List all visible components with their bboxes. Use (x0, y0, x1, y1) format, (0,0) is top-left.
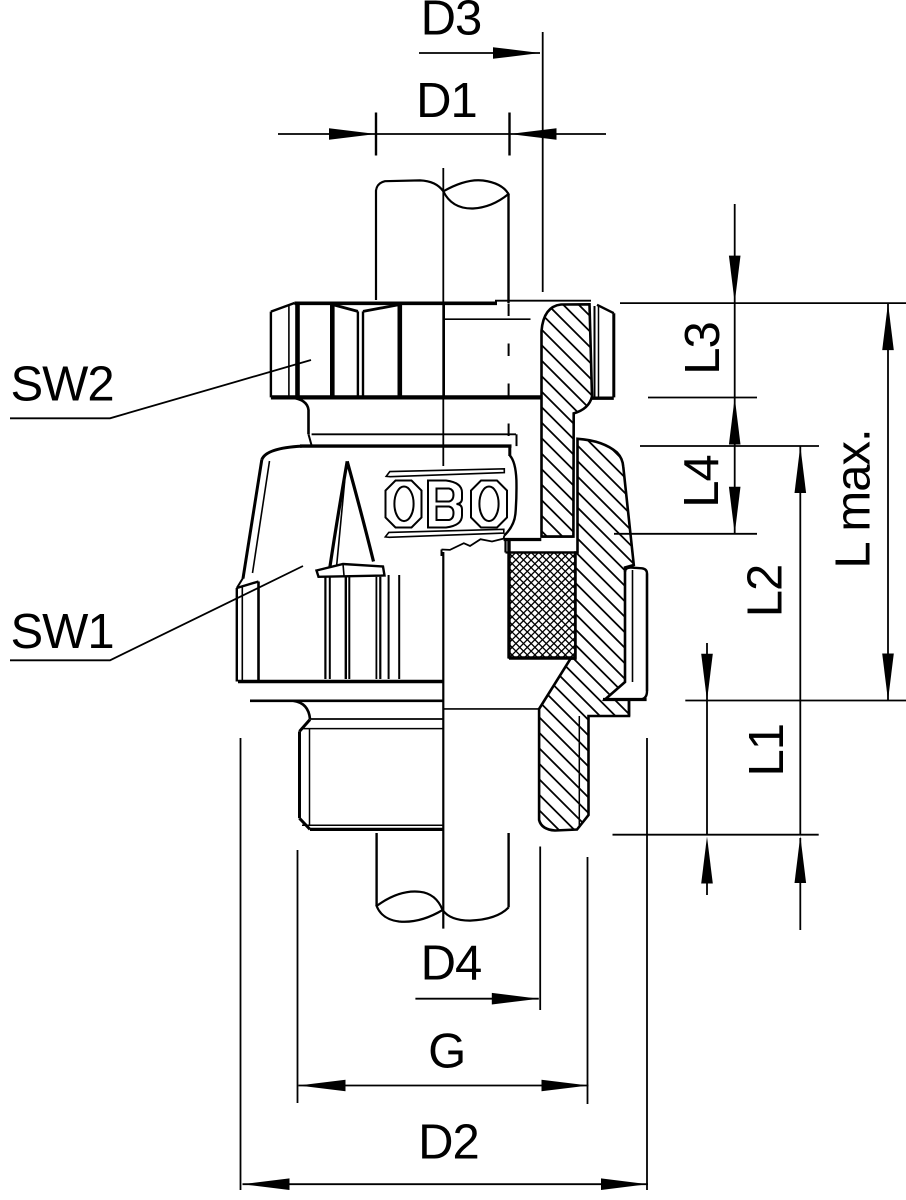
svg-text:D2: D2 (418, 1116, 479, 1170)
svg-text:L1: L1 (740, 724, 794, 777)
svg-text:G: G (428, 1025, 465, 1079)
svg-text:SW2: SW2 (11, 358, 114, 412)
svg-text:L3: L3 (676, 322, 730, 375)
svg-text:D1: D1 (416, 74, 477, 128)
svg-text:L max.: L max. (827, 429, 881, 568)
svg-text:D4: D4 (421, 937, 482, 991)
svg-text:D3: D3 (421, 0, 482, 45)
svg-text:SW1: SW1 (11, 605, 114, 659)
svg-text:L2: L2 (739, 565, 793, 618)
svg-text:L4: L4 (675, 455, 729, 508)
